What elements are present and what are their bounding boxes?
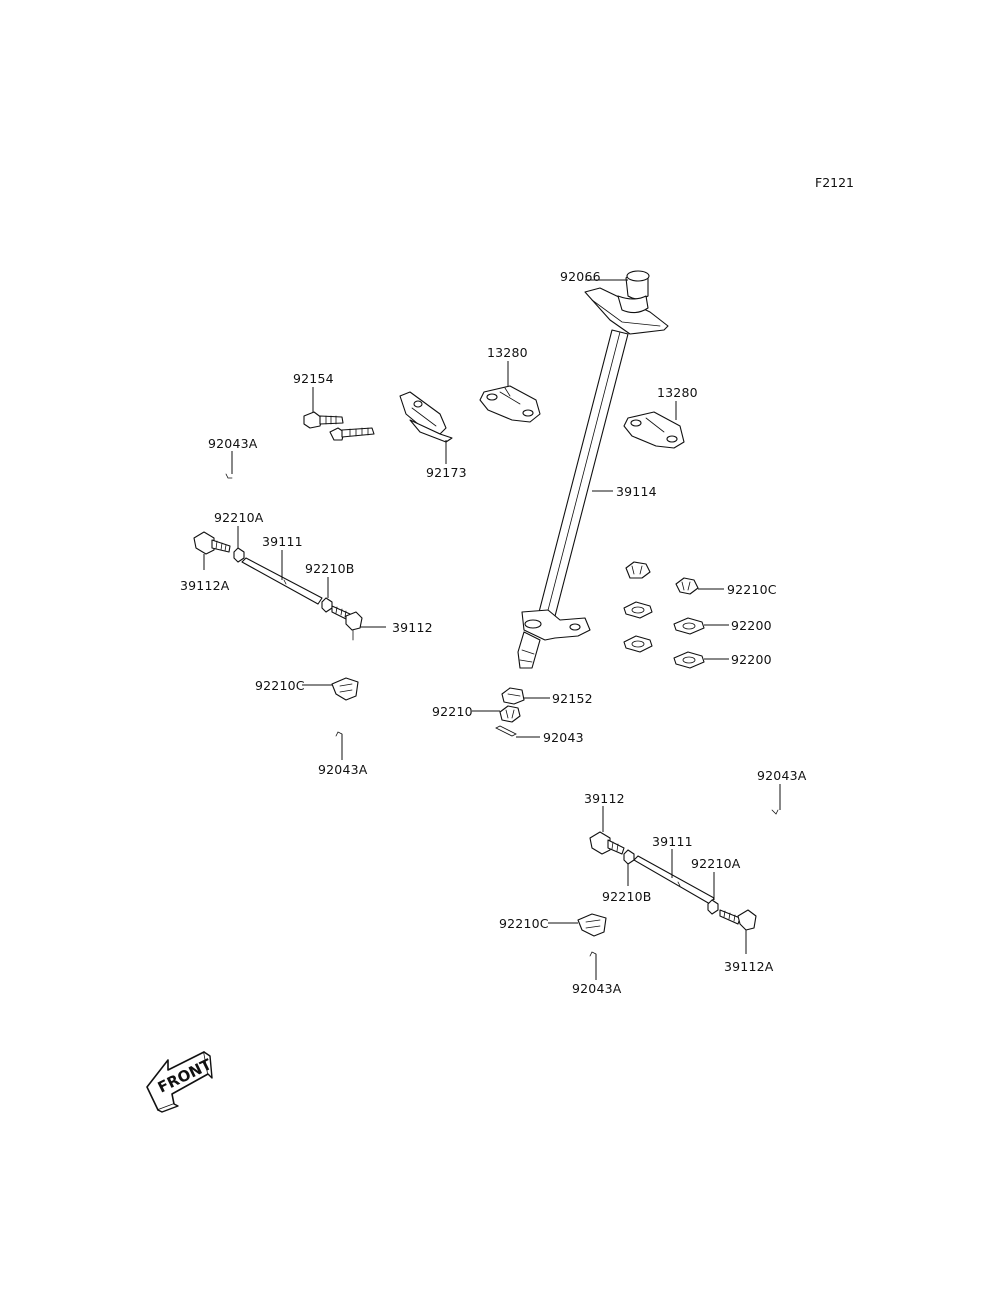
steering-shaft [517,270,669,669]
label-92154: 92154 [293,371,334,386]
tie-rod-end-39112A-right [719,909,757,931]
cap-92210C-lower [577,913,607,937]
label-92043A-4: 92043A [572,981,622,996]
holder-13280-a [479,385,541,423]
nut-92210C-right [675,577,699,595]
nut-92210-center [499,705,521,723]
pin-92043A-3 [771,809,779,815]
tie-rod-end-39112A-left [193,531,231,570]
pin-92043A-1 [225,473,233,479]
label-92200-2: 92200 [731,652,772,667]
holder-13280-b [623,411,685,449]
tie-rod-end-39112-left [331,605,363,641]
label-92173: 92173 [426,465,467,480]
figure-id: F2121 [815,175,854,190]
label-13280-b: 13280 [657,385,698,400]
label-92210A-right: 92210A [691,856,741,871]
label-92200-1: 92200 [731,618,772,633]
washer-92200-1 [673,617,705,635]
label-39112-left: 39112 [392,620,433,635]
label-92043: 92043 [543,730,584,745]
bolt-92154 [303,411,375,441]
label-92210A-left: 92210A [214,510,264,525]
label-39114: 39114 [616,484,657,499]
label-92210C-left: 92210C [255,678,305,693]
label-39112A-right: 39112A [724,959,774,974]
tie-rod-39111-left [241,557,323,605]
pin-92043 [495,725,517,737]
cap-92210C-left [331,677,359,701]
tie-rod-end-39112-right [589,831,625,855]
bracket-92173 [399,391,453,443]
nut-92210A-right [707,899,719,915]
label-39112-right: 39112 [584,791,625,806]
label-39112A-left: 39112A [180,578,230,593]
label-92043A-1: 92043A [208,436,258,451]
pin-92043A-4 [589,951,597,957]
nut-92210B-right [623,849,635,865]
front-arrow-icon: FRONT [146,1051,215,1113]
label-92152: 92152 [552,691,593,706]
label-92210C-lower: 92210C [499,916,549,931]
nut-92210B-left [321,597,333,613]
label-39111-right: 39111 [652,834,693,849]
label-92210B-left: 92210B [305,561,355,576]
washer-92200-2 [673,651,705,669]
label-39111-left: 39111 [262,534,303,549]
nut-92152 [501,687,525,705]
label-92210B-right: 92210B [602,889,652,904]
castle-nut-left-stack [623,561,653,653]
label-92043A-2: 92043A [318,762,368,777]
label-92043A-3: 92043A [757,768,807,783]
nut-92210A-left [233,547,245,563]
pin-92043A-2 [335,731,343,737]
label-92210-center: 92210 [432,704,473,719]
label-92066: 92066 [560,269,601,284]
bushing-92066 [617,270,650,314]
label-92210C-right: 92210C [727,582,777,597]
label-13280-a: 13280 [487,345,528,360]
